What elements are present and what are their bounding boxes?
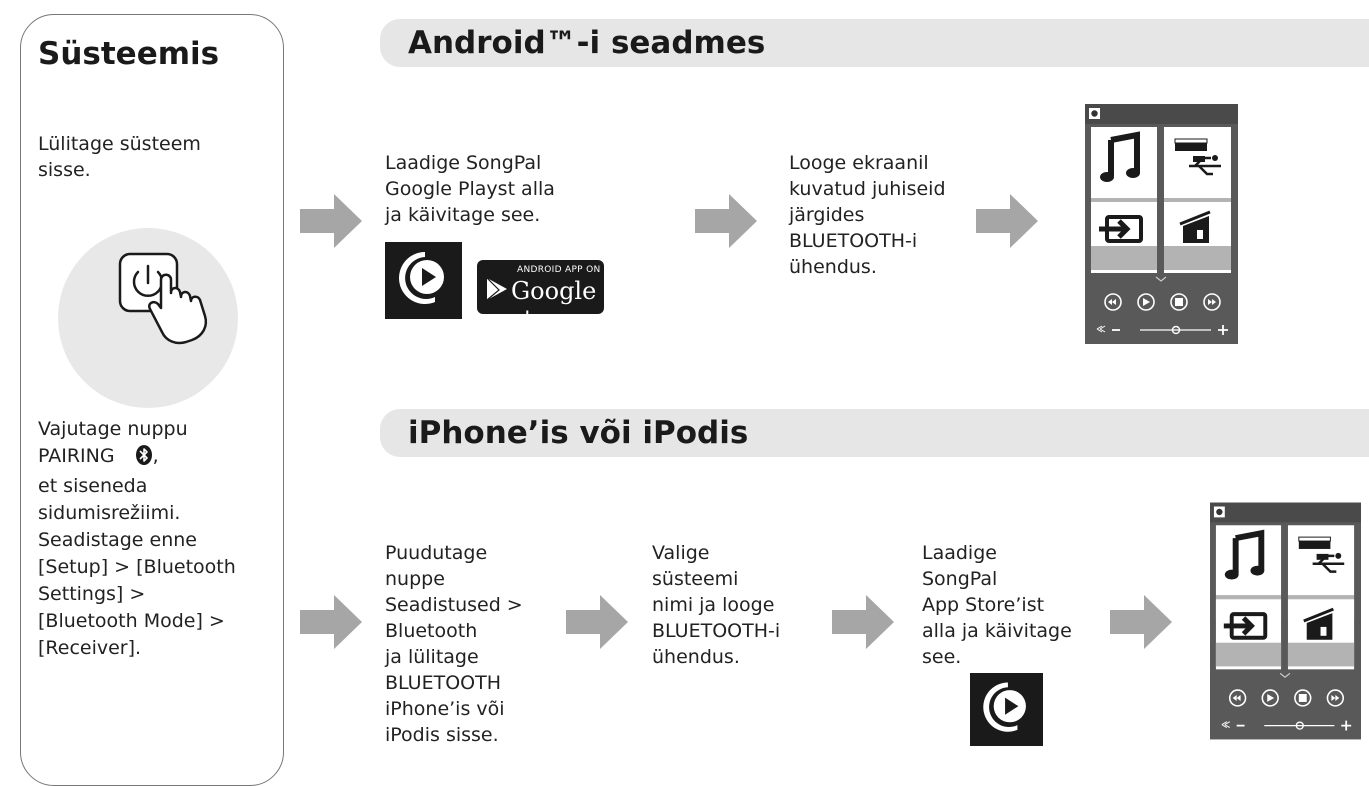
- songpal-phone-screen: [1085, 104, 1238, 344]
- arrow-right-icon: [300, 595, 362, 649]
- iphone-banner: iPhone’is või iPodis: [380, 409, 1369, 457]
- bluetooth-icon: [135, 445, 153, 473]
- pairing-label: PAIRING: [38, 445, 115, 467]
- playback-controls: [1228, 689, 1345, 707]
- music-note-icon: [1100, 131, 1140, 182]
- radio-icon: [1303, 607, 1334, 640]
- iphone-title: iPhone’is või iPodis: [408, 415, 749, 451]
- playback-controls: [1104, 293, 1221, 311]
- google-play-badge-top: ANDROID APP ON: [517, 265, 601, 275]
- system-title: Süsteemis: [38, 36, 220, 72]
- arrow-right-icon: [1110, 595, 1172, 649]
- songpal-app-icon[interactable]: [970, 673, 1043, 746]
- android-banner: Android™-i seadmes: [380, 19, 1369, 67]
- google-play-icon: [486, 277, 507, 301]
- iphone-step2: Valige süsteemi nimi ja looge BLUETOOTH-…: [652, 542, 781, 668]
- iphone-step3: Laadige SongPal App Store’ist alla ja kä…: [922, 542, 1072, 668]
- google-play-badge-sub: play: [511, 308, 556, 332]
- android-step2: Looge ekraanil kuvatud juhiseid järgides…: [789, 152, 946, 278]
- arrow-right-icon: [566, 595, 628, 649]
- arrow-right-icon: [300, 194, 362, 248]
- pairing-line: PAIRING ,: [38, 443, 236, 473]
- arrow-right-icon: [832, 595, 894, 649]
- usb-icon: [1298, 536, 1345, 573]
- radio-icon: [1179, 210, 1211, 243]
- google-play-badge-main: Google: [511, 277, 597, 305]
- usb-icon: [1174, 138, 1221, 176]
- arrow-right-icon: [976, 194, 1038, 248]
- arrow-right-icon: [695, 194, 757, 248]
- google-play-badge[interactable]: ANDROID APP ON Google play: [477, 260, 604, 332]
- songpal-app-icon[interactable]: [385, 242, 462, 319]
- android-title: Android™-i seadmes: [408, 25, 766, 61]
- input-icon: [1223, 612, 1268, 640]
- iphone-step1: Puudutage nuppe Seadistused > Bluetooth …: [385, 542, 523, 746]
- songpal-phone-screen: [1210, 502, 1361, 740]
- android-step1: Laadige SongPal Google Playst alla ja kä…: [385, 152, 555, 226]
- music-note-icon: [1224, 529, 1265, 580]
- power-button-illustration: [58, 228, 238, 408]
- power-button-icon: [118, 252, 208, 345]
- system-step2: Vajutage nuppu PAIRING , et siseneda sid…: [38, 418, 236, 659]
- input-icon: [1099, 215, 1143, 243]
- system-step1: Lülitage süsteem sisse.: [38, 133, 201, 181]
